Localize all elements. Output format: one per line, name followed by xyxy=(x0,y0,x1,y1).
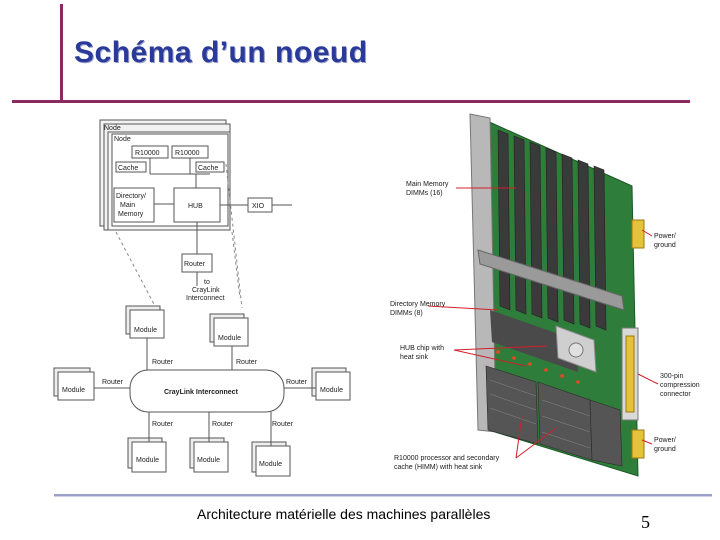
footer-rule xyxy=(54,494,712,497)
router-label-4: Router xyxy=(286,379,308,386)
module-label-5: Module xyxy=(136,457,159,464)
cache1-label: Cache xyxy=(118,165,138,172)
label-power-ground-2: Power/ ground xyxy=(654,437,678,453)
board-illustration: Main Memory DIMMs (16) Directory Memory … xyxy=(386,110,712,488)
page-number: 5 xyxy=(641,512,650,532)
footer-text: Architecture matérielle des machines par… xyxy=(197,506,491,522)
router-label-2: Router xyxy=(236,359,258,366)
label-connector: 300-pin compression connector xyxy=(660,373,702,398)
label-main-memory: Main Memory DIMMs (16) xyxy=(406,181,450,197)
title-horizontal-rule xyxy=(12,100,690,103)
module-label-7: Module xyxy=(259,461,282,468)
router-label-7: Router xyxy=(272,421,294,428)
module-label-1: Module xyxy=(134,327,157,334)
title-vertical-rule xyxy=(60,4,63,102)
slide-title: Schéma d’un noeud xyxy=(74,36,368,69)
to-interconnect-label: to CrayLink Interconnect xyxy=(186,279,225,302)
node-outer-label: Node xyxy=(104,125,121,132)
cache2-label: Cache xyxy=(198,165,218,172)
xio-label: XIO xyxy=(252,203,265,210)
directory-label: Directory/ Main Memory xyxy=(116,193,148,218)
module-label-4: Module xyxy=(320,387,343,394)
module-label-3: Module xyxy=(62,387,85,394)
router-label-5: Router xyxy=(152,421,174,428)
router-label-6: Router xyxy=(212,421,234,428)
cpu1-label: R10000 xyxy=(135,150,160,157)
router-label-3: Router xyxy=(102,379,124,386)
label-power-ground-1: Power/ ground xyxy=(654,233,678,249)
label-hub-chip: HUB chip with heat sink xyxy=(400,345,446,361)
label-directory-memory: Directory Memory DIMMs (8) xyxy=(390,301,447,317)
router-top-label: Router xyxy=(184,261,206,268)
label-cpu-cache: R10000 processor and secondary cache (HI… xyxy=(394,455,501,471)
interconnect-label: CrayLink Interconnect xyxy=(164,389,239,396)
hub-label: HUB xyxy=(188,203,203,210)
router-label-1: Router xyxy=(152,359,174,366)
module-label-6: Module xyxy=(197,457,220,464)
cpu2-label: R10000 xyxy=(175,150,200,157)
node-diagram: Node Node R10000 R10000 Cache Cache Dire… xyxy=(46,108,358,488)
module-label-2: Module xyxy=(218,335,241,342)
node-inner-label: Node xyxy=(114,136,131,143)
